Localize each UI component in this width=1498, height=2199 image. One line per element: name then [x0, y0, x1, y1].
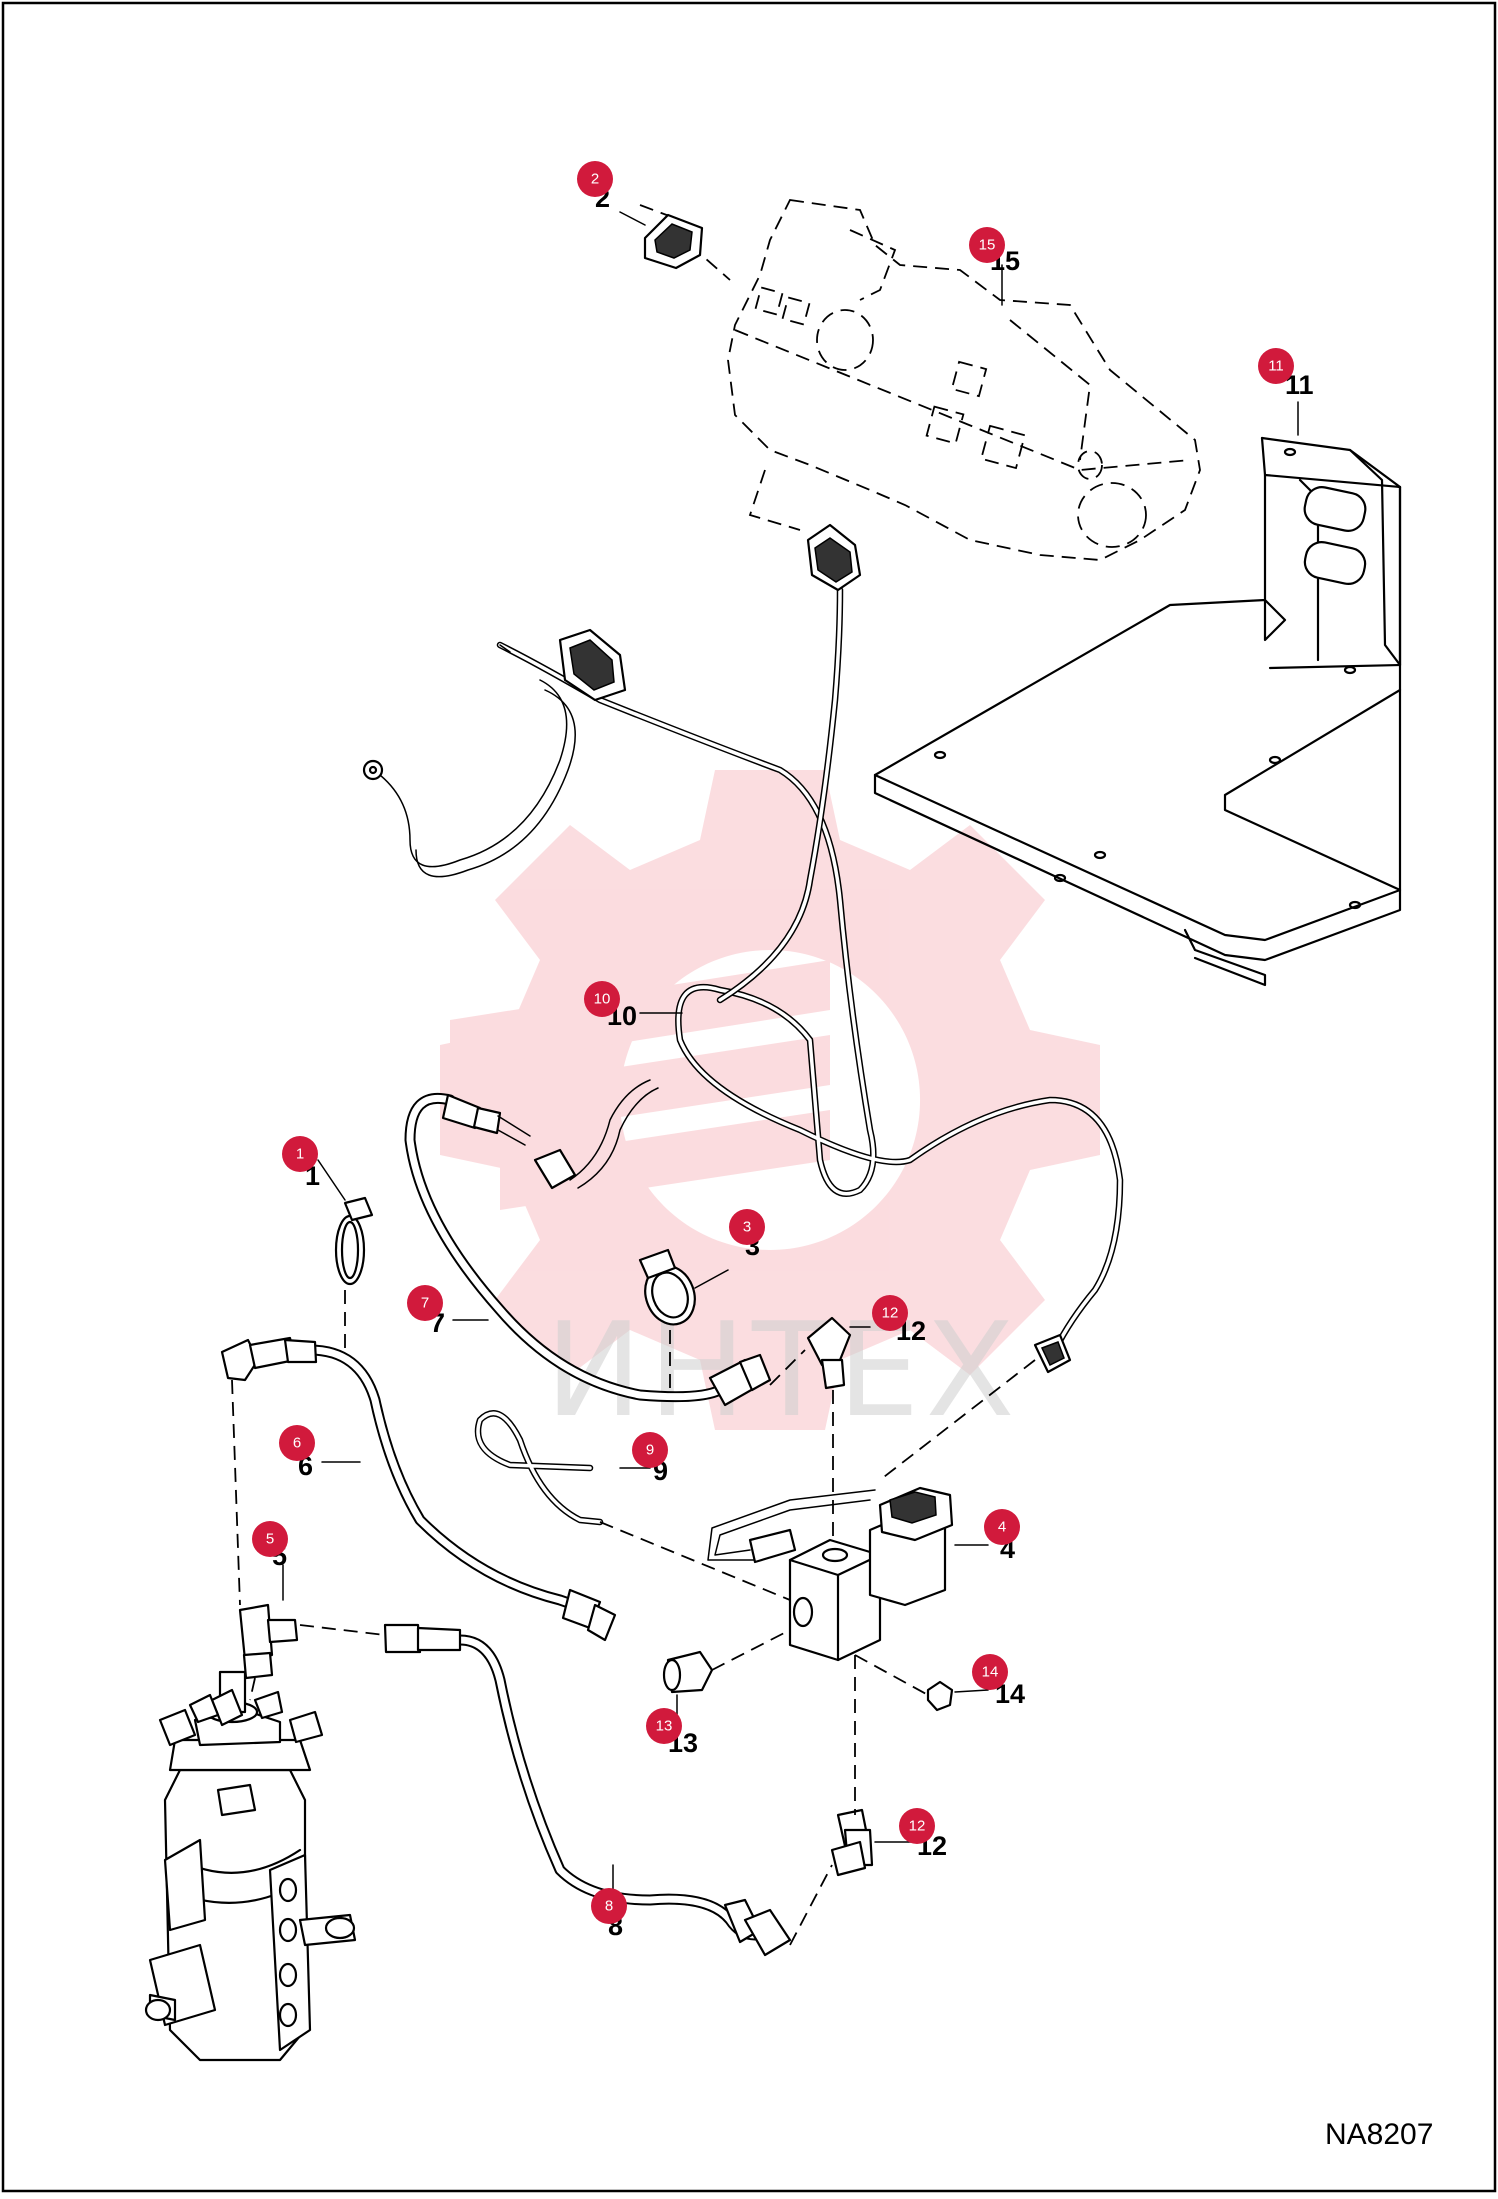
callout-numbers: 2 15 11 10 1 3 7 12 6 9 5 4 14 13 12 8: [272, 183, 1314, 1941]
badge-2[interactable]: 2: [577, 161, 613, 197]
svg-text:2: 2: [591, 171, 599, 188]
elbow-fitting-12-lower: [830, 1808, 874, 1877]
svg-text:14: 14: [982, 1664, 999, 1681]
callout-badges[interactable]: 2 15 11 10 1 3 7 12 6 9 5 4 14 13 12 8: [252, 161, 1294, 1924]
clamp-1: [334, 1196, 374, 1286]
svg-text:12: 12: [882, 1305, 899, 1322]
badge-15[interactable]: 15: [969, 227, 1005, 263]
svg-text:1: 1: [296, 1146, 304, 1163]
badge-7[interactable]: 7: [407, 1285, 443, 1321]
badge-3[interactable]: 3: [729, 1209, 765, 1245]
badge-12a[interactable]: 12: [872, 1295, 908, 1331]
solenoid-valve: [707, 1486, 954, 1662]
fitting-13: [662, 1650, 714, 1694]
badge-6[interactable]: 6: [279, 1425, 315, 1461]
badge-12b[interactable]: 12: [899, 1808, 935, 1844]
mounting-plate: [873, 436, 1402, 987]
svg-text:11: 11: [1268, 358, 1284, 375]
tee-fitting-5: [238, 1603, 299, 1680]
badge-4[interactable]: 4: [984, 1509, 1020, 1545]
svg-text:8: 8: [605, 1898, 613, 1915]
badge-1[interactable]: 1: [282, 1136, 318, 1172]
svg-text:9: 9: [646, 1442, 654, 1459]
svg-text:4: 4: [998, 1519, 1006, 1536]
console-panel: [639, 199, 1201, 561]
hose-6: [220, 1336, 617, 1642]
svg-text:6: 6: [293, 1435, 301, 1452]
badge-11[interactable]: 11: [1258, 348, 1294, 384]
badge-9[interactable]: 9: [632, 1432, 668, 1468]
svg-text:15: 15: [979, 237, 996, 254]
svg-text:3: 3: [743, 1219, 751, 1236]
badge-5[interactable]: 5: [252, 1521, 288, 1557]
badge-14[interactable]: 14: [972, 1654, 1008, 1690]
watermark-text: ИНТЕХ: [545, 1294, 1021, 1446]
tube-9: [474, 1410, 604, 1526]
clamp-3: [638, 1248, 696, 1326]
badge-10[interactable]: 10: [584, 981, 620, 1017]
svg-text:7: 7: [421, 1295, 429, 1312]
leader-lines: [282, 211, 1299, 1891]
steering-unit: [144, 1670, 357, 2062]
wire-harness: [362, 523, 1124, 1374]
rocker-switch: [643, 213, 704, 270]
svg-text:13: 13: [656, 1718, 673, 1735]
nut-14: [926, 1680, 954, 1712]
badge-8[interactable]: 8: [591, 1888, 627, 1924]
elbow-fitting-12-upper: [806, 1316, 852, 1390]
assembly-lines: [231, 1290, 1036, 1946]
drawing-code: NA8207: [1325, 2118, 1433, 2151]
svg-text:12: 12: [909, 1818, 926, 1835]
hose-8: [383, 1623, 792, 1957]
hose-7: [404, 1079, 772, 1407]
badge-13[interactable]: 13: [646, 1708, 682, 1744]
svg-text:10: 10: [594, 991, 611, 1008]
svg-text:5: 5: [266, 1531, 274, 1548]
